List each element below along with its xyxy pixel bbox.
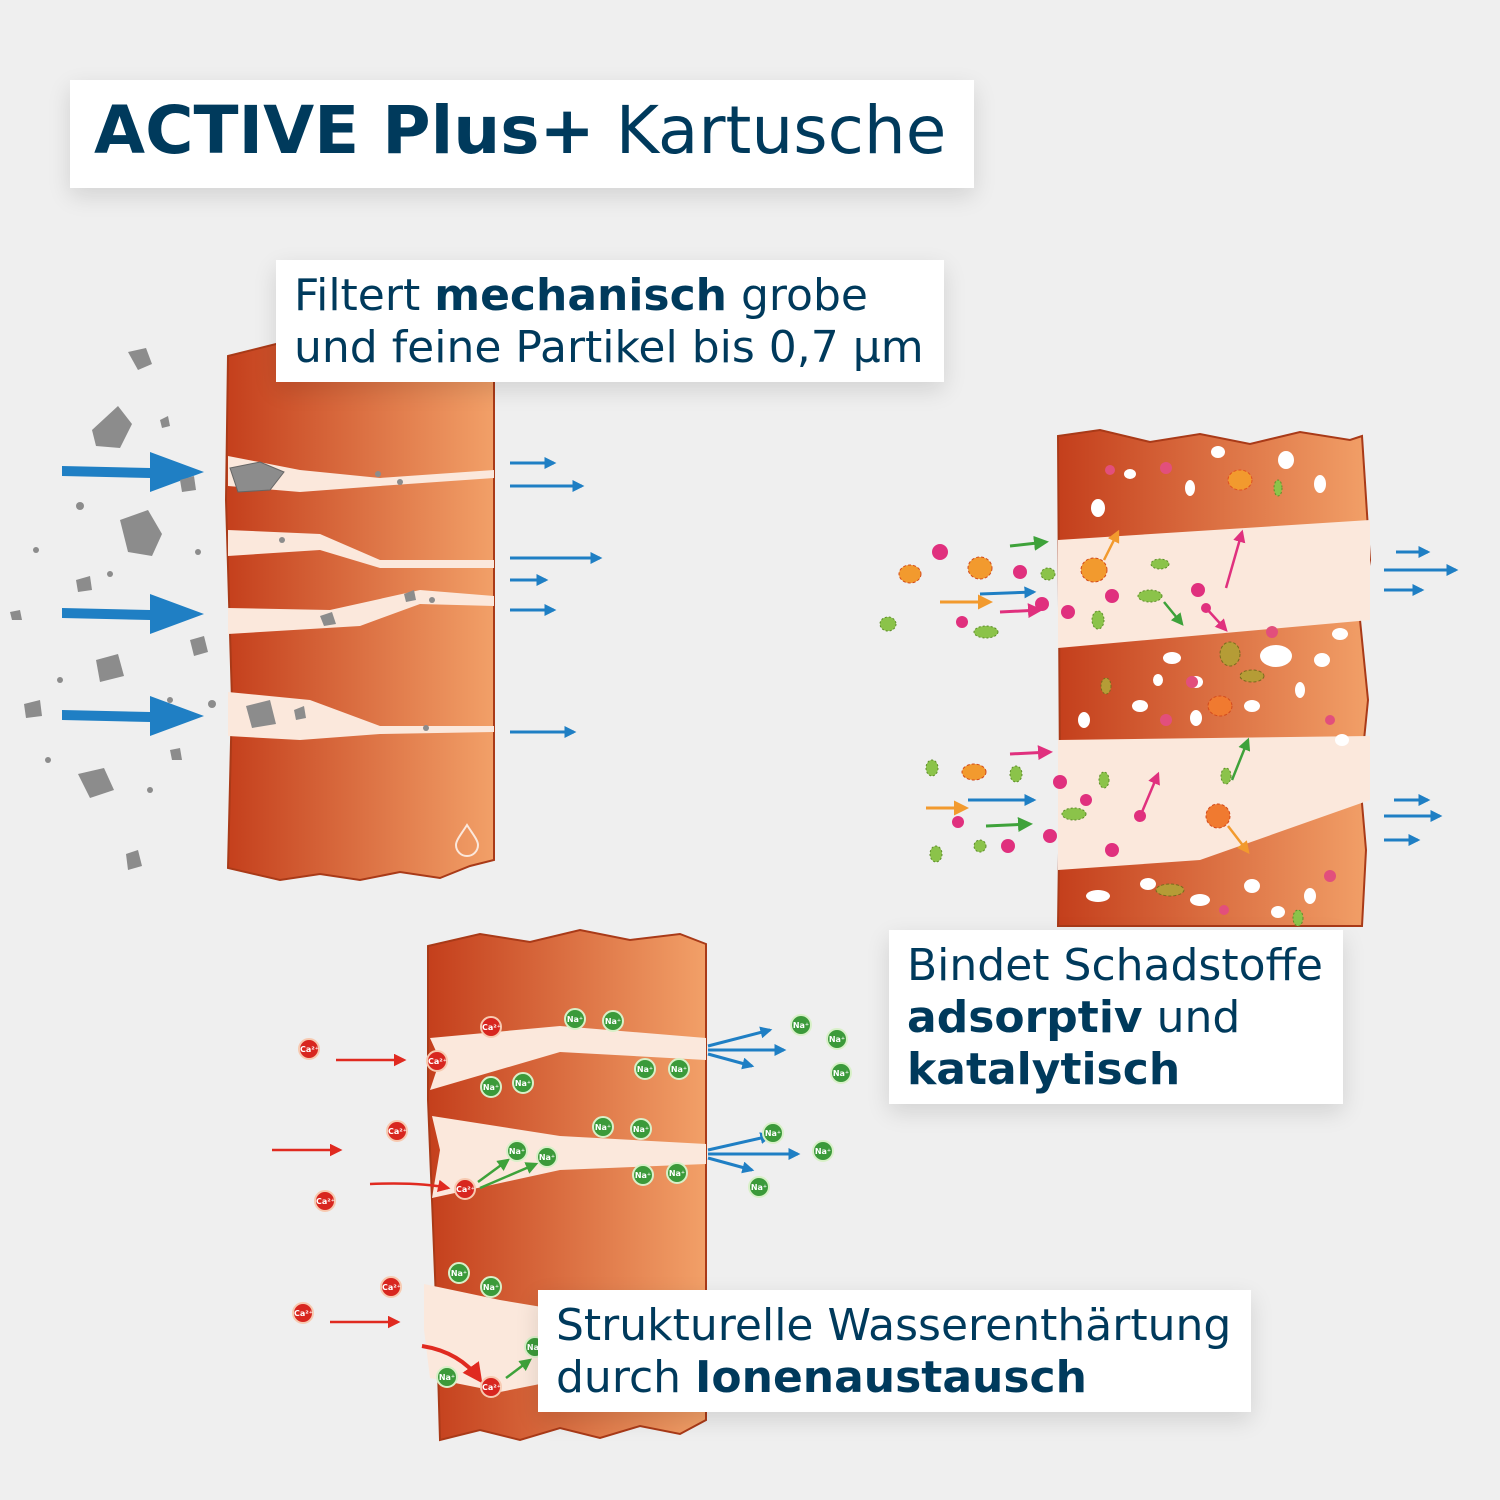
water-drop-icon	[454, 823, 480, 857]
incoming-contaminants	[879, 544, 1057, 863]
caption-text: durch	[556, 1351, 696, 1403]
calcium-ion: Ca²⁺	[298, 1038, 320, 1060]
sodium-ion: Na⁺	[448, 1262, 470, 1284]
outflow-arrows	[510, 457, 603, 738]
sodium-ion: Na⁺	[506, 1140, 528, 1162]
caption-bold: mechanisch	[434, 270, 728, 321]
sodium-ion: Na⁺	[564, 1008, 586, 1030]
sodium-ion: Na⁺	[480, 1276, 502, 1298]
sodium-ion: Na⁺	[632, 1164, 654, 1186]
coarse-particles	[10, 348, 216, 870]
caption-text: grobe	[727, 270, 868, 321]
title-bold: ACTIVE Plus+	[94, 92, 595, 169]
sodium-ion: Na⁺	[602, 1010, 624, 1032]
title-rest: Kartusche	[594, 92, 947, 169]
adsorptive-caption: Bindet Schadstoffe adsorptiv und katalyt…	[889, 930, 1343, 1104]
caption-text: Strukturelle Wasserenthärtung	[556, 1300, 1232, 1351]
calcium-ion: Ca²⁺	[480, 1016, 502, 1038]
sodium-ion: Na⁺	[480, 1076, 502, 1098]
calcium-ion: Ca²⁺	[454, 1178, 476, 1200]
caption-text: Filtert	[294, 270, 435, 321]
sodium-ion: Na⁺	[762, 1122, 784, 1144]
caption-text: und	[1142, 991, 1241, 1043]
sodium-ion: Na⁺	[634, 1058, 656, 1080]
sodium-ion: Na⁺	[830, 1062, 852, 1084]
mechanical-filter-caption: Filtert mechanisch grobe und feine Parti…	[276, 260, 944, 382]
caption-bold: katalytisch	[907, 1043, 1181, 1095]
ion-exchange-arrows	[272, 1026, 801, 1384]
inflow-arrows	[62, 452, 204, 736]
sodium-ion: Na⁺	[748, 1176, 770, 1198]
calcium-ion: Ca²⁺	[380, 1276, 402, 1298]
calcium-ion: Ca²⁺	[314, 1190, 336, 1212]
sodium-ion: Na⁺	[790, 1014, 812, 1036]
sodium-ion: Na⁺	[436, 1366, 458, 1388]
adsorptive-inflow-arrows	[926, 535, 1053, 833]
caption-bold: adsorptiv	[907, 991, 1143, 1043]
caption-text: Bindet Schadstoffe	[907, 940, 1323, 991]
sodium-ion: Na⁺	[536, 1146, 558, 1168]
adsorptive-outflow-arrows	[1384, 546, 1459, 846]
calcium-ion: Ca²⁺	[292, 1302, 314, 1324]
adsorptive-filter-block	[1053, 428, 1372, 927]
caption-text: und feine Partikel bis 0,7 µm	[294, 321, 924, 373]
calcium-ion: Ca²⁺	[480, 1376, 502, 1398]
ion-exchange-caption: Strukturelle Wasserenthärtung durch Ione…	[538, 1290, 1252, 1412]
sodium-ion: Na⁺	[630, 1118, 652, 1140]
sodium-ion: Na⁺	[592, 1116, 614, 1138]
sodium-ion: Na⁺	[512, 1072, 534, 1094]
sodium-ion: Na⁺	[666, 1162, 688, 1184]
page-title: ACTIVE Plus+ Kartusche	[70, 80, 975, 188]
caption-bold: Ionenaustausch	[695, 1351, 1087, 1403]
sodium-ion: Na⁺	[812, 1140, 834, 1162]
sodium-ion: Na⁺	[668, 1058, 690, 1080]
sodium-ion: Na⁺	[826, 1028, 848, 1050]
calcium-ion: Ca²⁺	[426, 1050, 448, 1072]
calcium-ion: Ca²⁺	[386, 1120, 408, 1142]
mechanical-filter-block	[224, 342, 495, 882]
